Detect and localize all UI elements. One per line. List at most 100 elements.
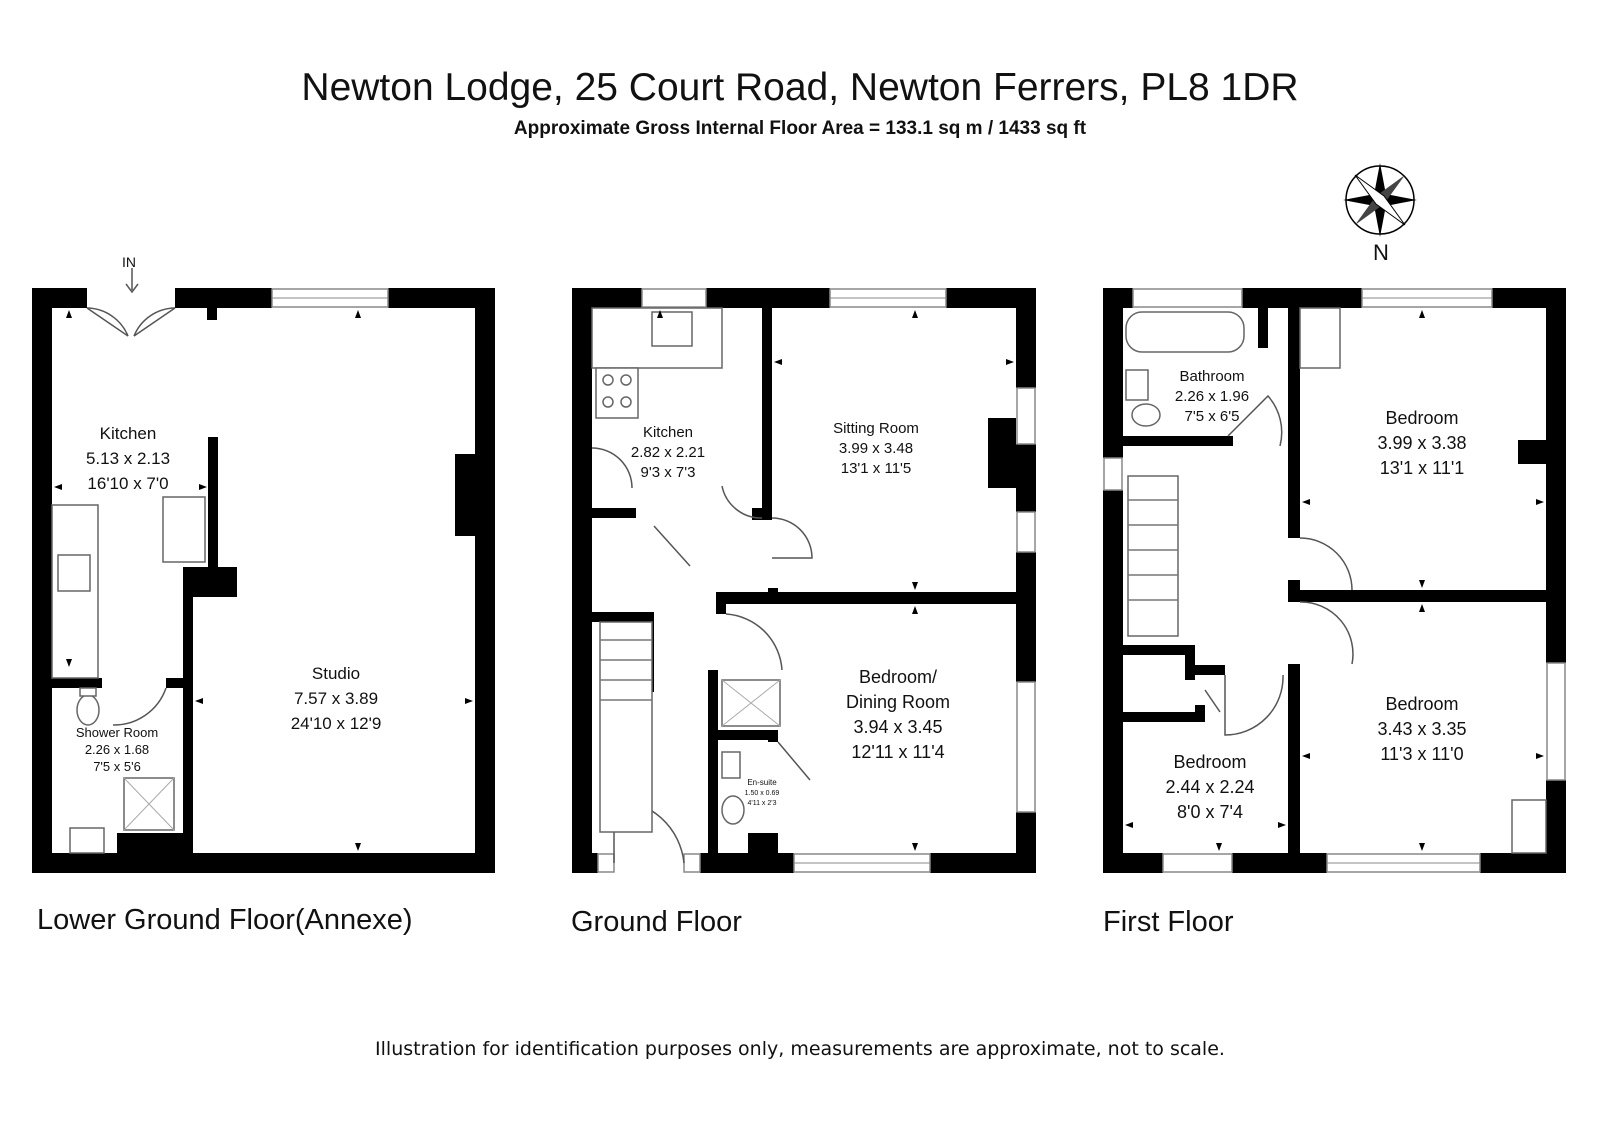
window xyxy=(641,288,707,308)
dimension-markers xyxy=(54,310,1544,851)
bedroom-3-metric: 2.44 x 2.24 xyxy=(1165,777,1254,797)
shower-room-imperial: 7'5 x 5'6 xyxy=(93,759,141,774)
wall xyxy=(572,853,598,873)
bedroom-3-imperial: 8'0 x 7'4 xyxy=(1177,802,1243,822)
window xyxy=(1016,511,1036,553)
wall xyxy=(1123,712,1195,722)
wall xyxy=(706,288,830,308)
bathroom-imperial: 7'5 x 6'5 xyxy=(1185,408,1240,425)
wall xyxy=(117,833,183,853)
window xyxy=(1016,387,1036,445)
wall xyxy=(748,833,778,853)
bedroom-1-name: Bedroom xyxy=(1385,408,1458,428)
wall xyxy=(1546,780,1566,873)
ensuite-metric: 1.50 x 0.69 xyxy=(745,790,780,797)
wall xyxy=(1016,444,1036,512)
wardrobe xyxy=(1299,307,1341,369)
wall xyxy=(1123,436,1233,446)
bedroom-2-name: Bedroom xyxy=(1385,694,1458,714)
wall xyxy=(572,288,592,873)
bedroom-dining-door xyxy=(725,613,783,671)
wall xyxy=(930,853,1036,873)
wall xyxy=(32,853,495,873)
kitchen-door xyxy=(591,447,633,489)
bedroom-2-door xyxy=(1299,601,1354,665)
wall xyxy=(183,567,237,597)
bedroom-1-metric: 3.99 x 3.38 xyxy=(1377,433,1466,453)
wall xyxy=(388,288,495,308)
toilet-icon xyxy=(1131,403,1161,427)
bathroom-name: Bathroom xyxy=(1179,368,1244,385)
wall xyxy=(700,853,794,873)
wall xyxy=(207,308,217,320)
bedroom-dining-name-1: Bedroom/ xyxy=(859,667,937,687)
disclaimer-text: Illustration for identification purposes… xyxy=(375,1038,1225,1060)
wall xyxy=(1016,552,1036,682)
wall xyxy=(946,288,1036,308)
wall xyxy=(1242,288,1362,308)
studio-name: Studio xyxy=(312,664,360,683)
sitting-room-door xyxy=(721,485,813,559)
toilet-icon xyxy=(721,795,745,825)
ground-kitchen-imperial: 9'3 x 7'3 xyxy=(641,464,696,481)
page-title: Newton Lodge, 25 Court Road, Newton Ferr… xyxy=(301,66,1299,109)
wall xyxy=(1016,288,1036,388)
wall xyxy=(716,592,1016,604)
wall xyxy=(1195,705,1205,722)
wall xyxy=(166,678,183,688)
ground-floor-label: Ground Floor xyxy=(571,906,742,938)
wall xyxy=(1288,308,1300,538)
lower-kitchen-metric: 5.13 x 2.13 xyxy=(86,449,170,468)
wall xyxy=(572,288,642,308)
window xyxy=(1162,853,1233,873)
compass-icon xyxy=(1343,163,1417,237)
bedroom-2-metric: 3.43 x 3.35 xyxy=(1377,719,1466,739)
bedroom-3-door xyxy=(1224,674,1284,736)
chimney-breast xyxy=(988,418,1016,488)
wall xyxy=(708,670,718,853)
bathroom-door xyxy=(1227,394,1283,447)
wall xyxy=(1103,490,1123,873)
wall xyxy=(1103,853,1163,873)
window xyxy=(1103,457,1123,491)
compass-north-label: N xyxy=(1373,240,1389,265)
hob-icon xyxy=(595,367,639,419)
stairs xyxy=(599,621,653,833)
studio-metric: 7.57 x 3.89 xyxy=(294,689,378,708)
wall xyxy=(716,592,726,614)
wall xyxy=(183,597,193,853)
window xyxy=(683,853,701,873)
wall xyxy=(1546,288,1566,663)
wardrobe xyxy=(1511,799,1547,854)
wall xyxy=(1258,308,1268,348)
basin-icon xyxy=(721,751,741,779)
ensuite-door xyxy=(777,741,811,781)
studio-imperial: 24'10 x 12'9 xyxy=(291,714,382,733)
ensuite-name: En-suite xyxy=(747,778,777,787)
wall xyxy=(1185,645,1195,680)
wall xyxy=(1232,853,1327,873)
bedroom-1-imperial: 13'1 x 11'1 xyxy=(1380,458,1465,478)
entrance-arrow-icon xyxy=(125,268,139,294)
lower-floor-label: Lower Ground Floor(Annexe) xyxy=(37,904,413,936)
wall xyxy=(32,288,52,873)
wall xyxy=(592,612,654,622)
entrance-door xyxy=(86,307,176,337)
appliance xyxy=(162,496,206,563)
wall xyxy=(762,308,772,518)
ground-kitchen-metric: 2.82 x 2.21 xyxy=(631,444,705,461)
lower-ground-floor-plan: Kitchen 5.13 x 2.13 16'10 x 7'0 Studio 7… xyxy=(32,268,495,873)
sitting-room-name: Sitting Room xyxy=(833,420,919,437)
wall xyxy=(1288,590,1546,602)
window xyxy=(1132,288,1243,308)
first-floor-plan: Bathroom 2.26 x 1.96 7'5 x 6'5 Bedroom 3… xyxy=(1103,288,1566,873)
window xyxy=(1016,681,1036,813)
wall xyxy=(1480,853,1566,873)
wall xyxy=(1103,288,1123,458)
lower-kitchen-name: Kitchen xyxy=(100,424,157,443)
shower-room-name: Shower Room xyxy=(76,725,158,740)
floor-area-subtitle: Approximate Gross Internal Floor Area = … xyxy=(513,118,1087,139)
wall xyxy=(1123,645,1195,655)
bedroom-2-imperial: 11'3 x 11'0 xyxy=(1380,744,1463,764)
